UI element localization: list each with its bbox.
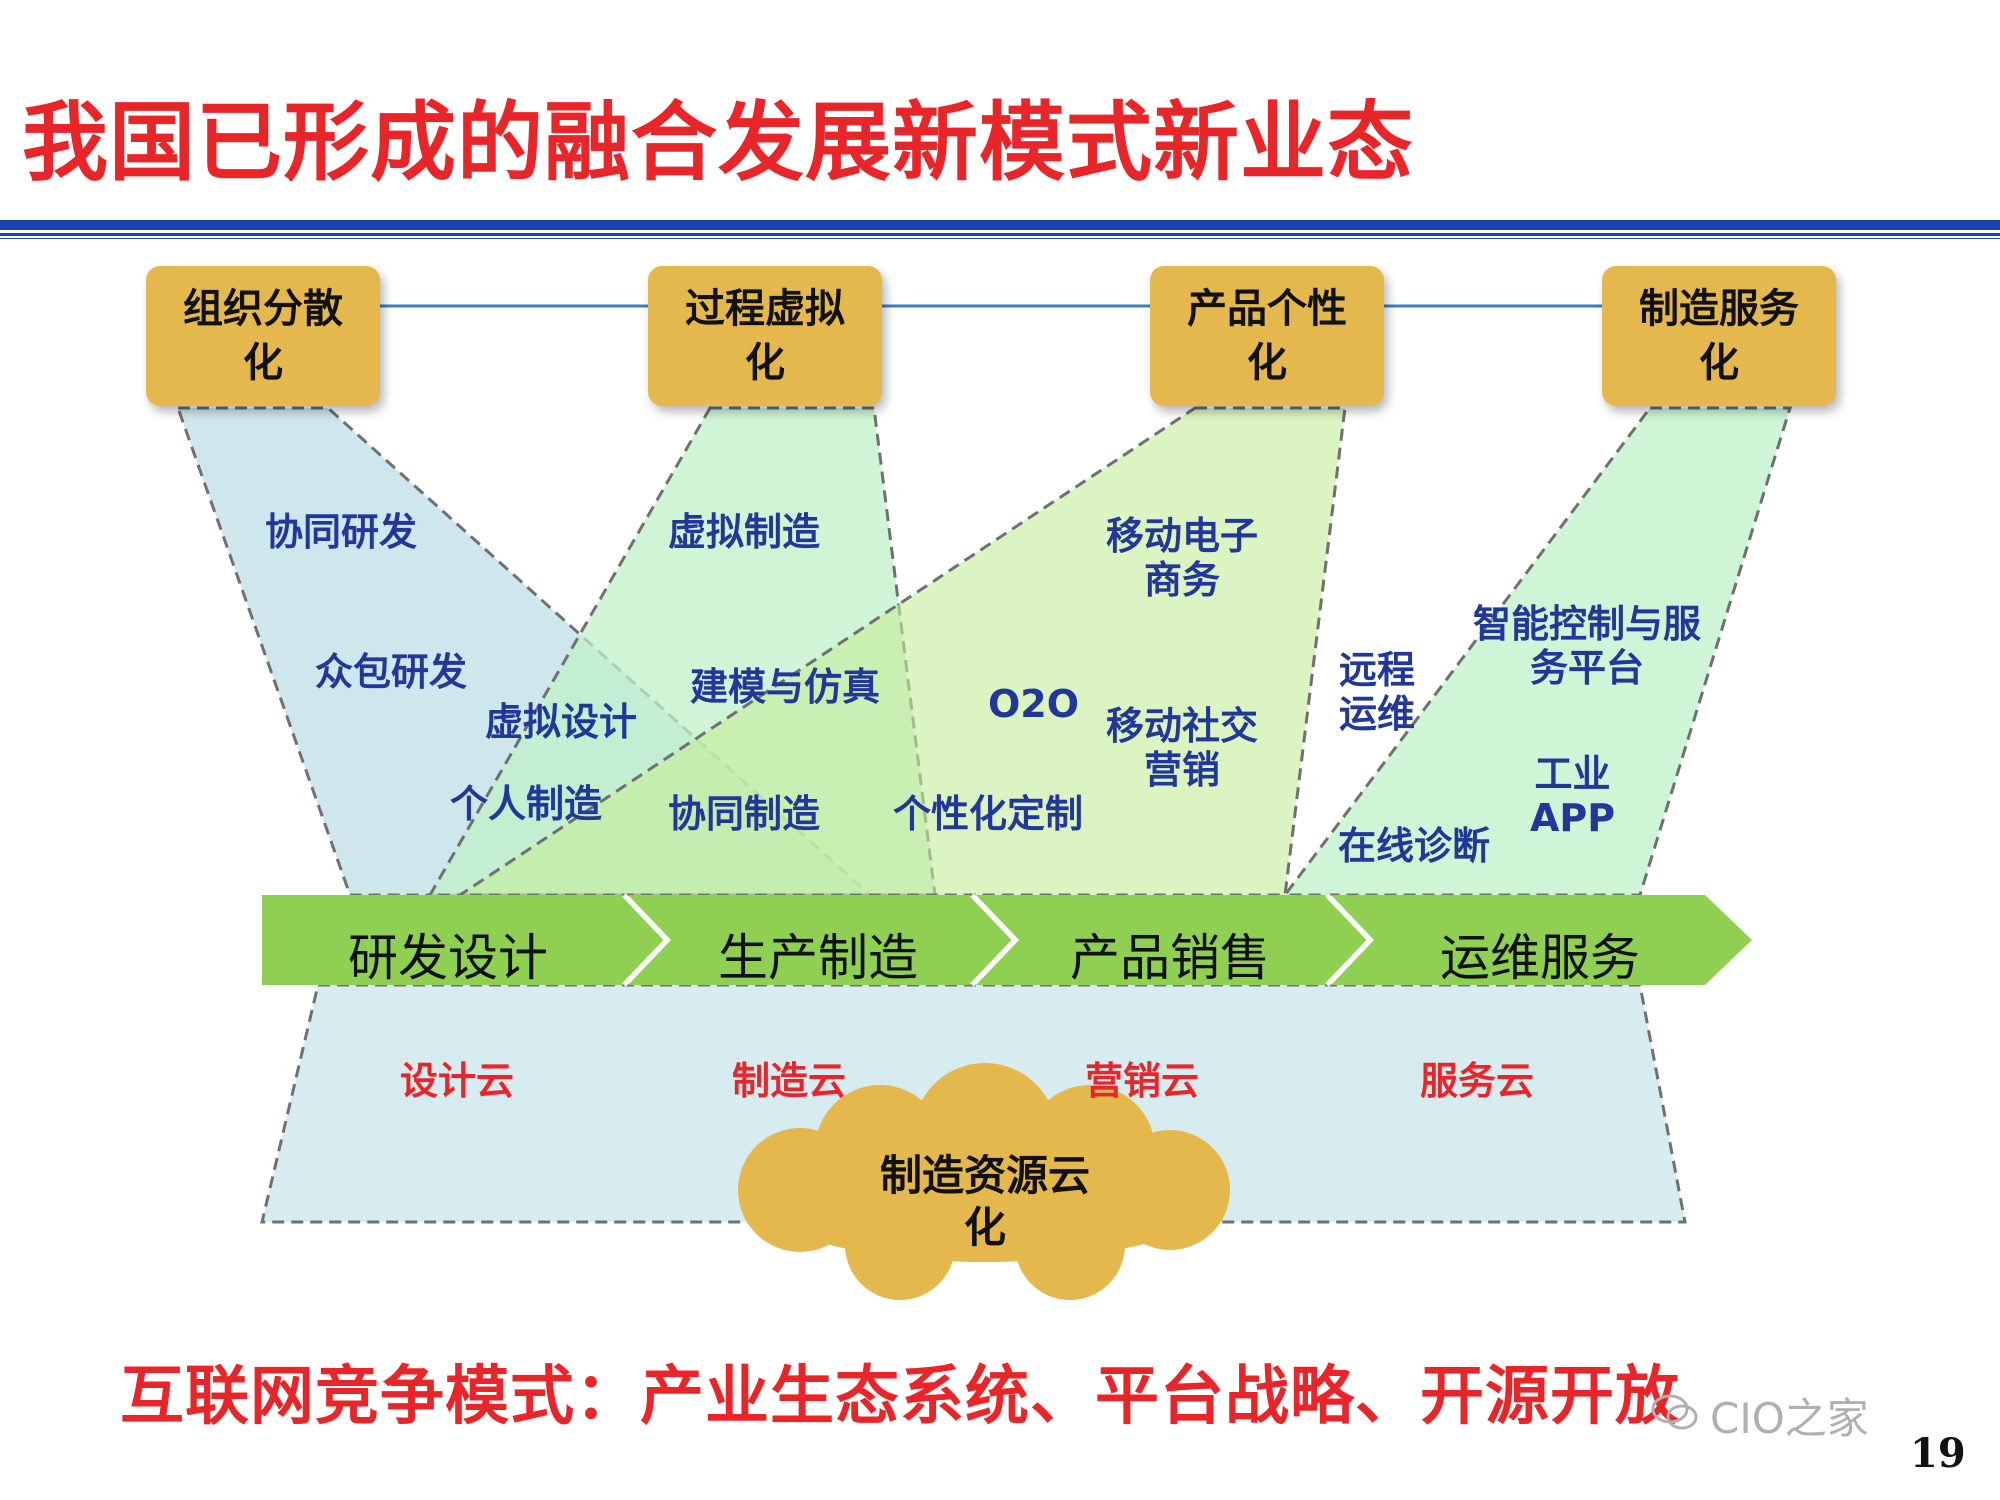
label-collaborative-manufacturing: 协同制造 <box>668 792 821 836</box>
label-personalized-customization: 个性化定制 <box>893 792 1084 836</box>
page-title: 我国已形成的融合发展新模式新业态 <box>22 93 1414 193</box>
wechat-icon <box>1651 1394 1698 1430</box>
bottom-conclusion: 互联网竞争模式：产业生态系统、平台战略、开源开放 <box>120 1360 1680 1434</box>
label-virtual-design: 虚拟设计 <box>485 700 638 744</box>
title-rule <box>0 220 2000 230</box>
chevron-divider-1 <box>622 893 671 987</box>
resource-cloud-shape <box>738 1063 1230 1300</box>
label-personal-manufacturing: 个人制造 <box>450 782 603 826</box>
label-crowdsourced-rd: 众包研发 <box>315 650 468 694</box>
chevron-production <box>628 895 1013 985</box>
chevron-service <box>1331 895 1752 985</box>
title-rule-hair <box>0 238 2000 239</box>
label-o2o: O2O <box>988 682 1080 726</box>
label-online-diagnosis: 在线诊断 <box>1338 824 1491 868</box>
watermark: CIO之家 <box>1710 1394 1869 1443</box>
cloud-marketing: 营销云 <box>1085 1059 1200 1103</box>
label-intelligent-control-platform: 智能控制与服 务平台 <box>1472 602 1701 690</box>
label-collaborative-rd: 协同研发 <box>265 510 418 554</box>
label-modeling-simulation: 建模与仿真 <box>690 665 881 709</box>
box-organization-decentralization: 组织分散化 <box>146 266 380 406</box>
cloud-manufacturing: 制造云 <box>732 1059 847 1103</box>
stage-sales: 产品销售 <box>1070 929 1270 987</box>
box-product-personalization: 产品个性化 <box>1150 266 1384 406</box>
label-virtual-manufacturing: 虚拟制造 <box>668 510 821 554</box>
box-process-virtualization: 过程虚拟化 <box>648 266 882 406</box>
stage-rd-design: 研发设计 <box>348 929 548 987</box>
label-mobile-social-marketing: 移动社交 营销 <box>1105 704 1258 792</box>
stage-production: 生产制造 <box>718 929 918 987</box>
label-mobile-ecommerce: 移动电子 商务 <box>1105 514 1258 602</box>
stage-service: 运维服务 <box>1440 929 1640 987</box>
title-rule-thin <box>0 233 2000 236</box>
chevron-sales <box>976 895 1368 985</box>
label-remote-operations: 远程 运维 <box>1338 648 1415 736</box>
chevron-divider-3 <box>1325 893 1374 987</box>
page-number: 19 <box>1910 1430 1966 1477</box>
chevron-rd-design <box>262 895 665 985</box>
label-industrial-app: 工业 APP <box>1530 752 1616 840</box>
resource-cloud-label: 制造资源云化 <box>879 1151 1090 1252</box>
box-manufacturing-servitization: 制造服务化 <box>1602 266 1836 406</box>
cloud-service: 服务云 <box>1420 1059 1535 1103</box>
cloud-design: 设计云 <box>400 1059 515 1103</box>
chevron-divider-2 <box>970 893 1019 987</box>
